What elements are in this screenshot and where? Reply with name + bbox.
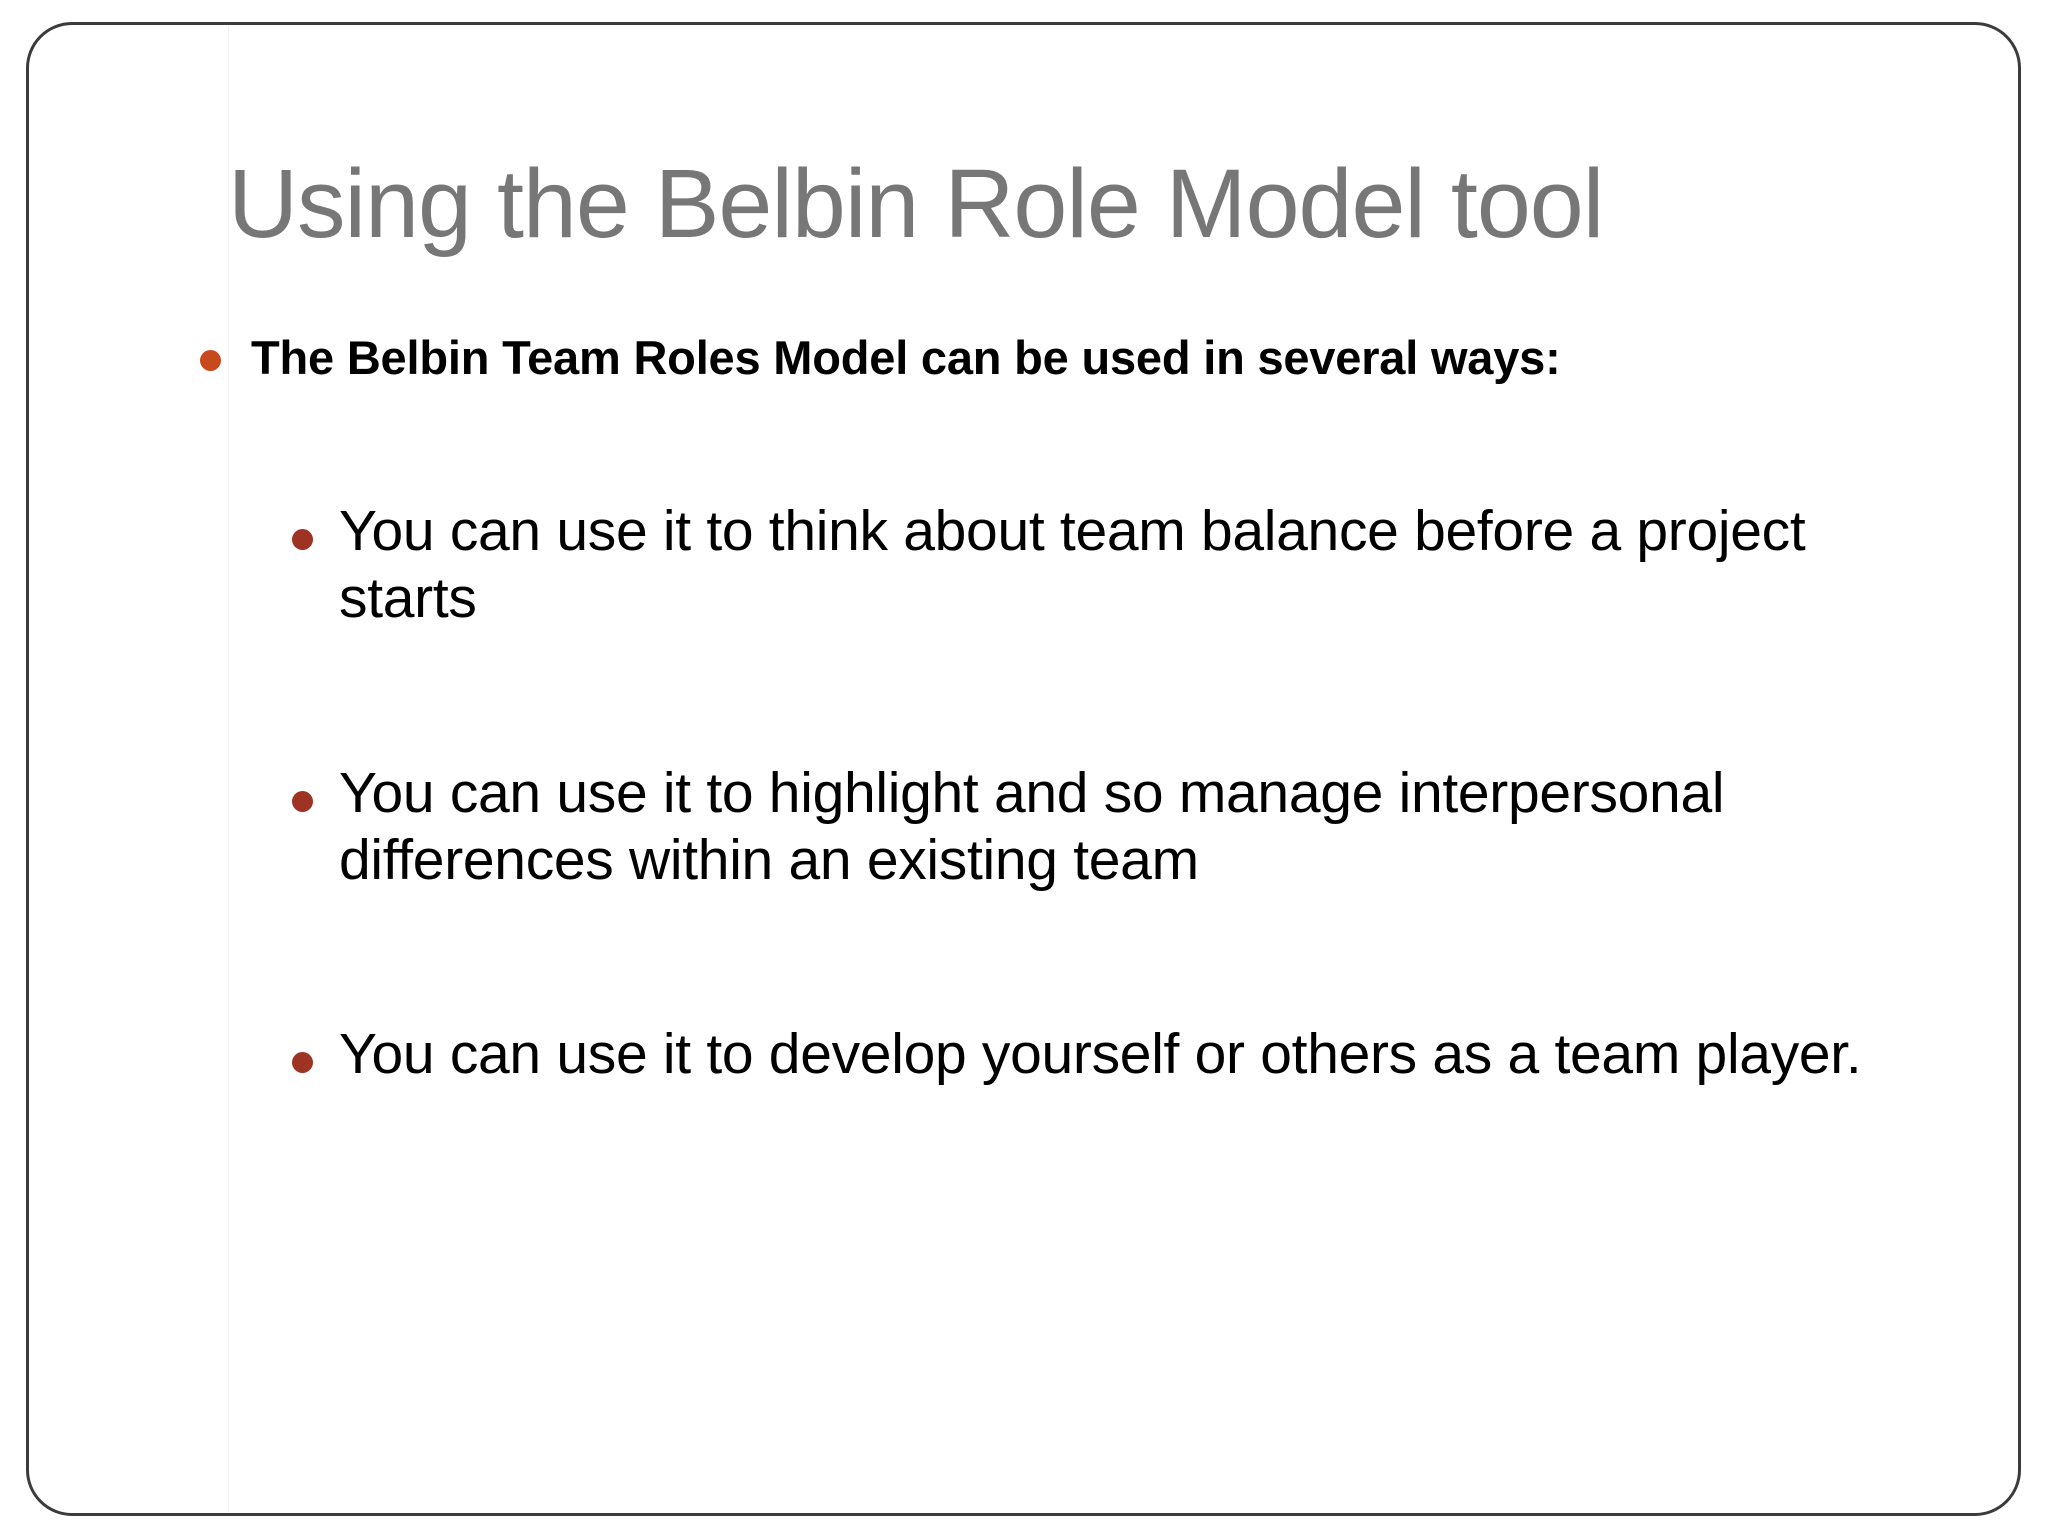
bullet-marker-icon (292, 1052, 313, 1074)
slide-body: The Belbin Team Roles Model can be used … (200, 330, 1980, 1088)
bullet-level1: The Belbin Team Roles Model can be used … (200, 330, 1980, 385)
bullet-spacer (200, 632, 1980, 760)
slide-inner-edge-line (228, 26, 229, 1512)
bullet-level2-item-3: You can use it to develop yourself or ot… (292, 1021, 1980, 1088)
bullet-spacer (200, 893, 1980, 1021)
bullet-spacer (200, 385, 1980, 498)
bullet-level2-text: You can use it to think about team balan… (339, 499, 1806, 631)
slide-title: Using the Belbin Role Model tool (228, 149, 1604, 258)
bullet-marker-icon (292, 529, 313, 551)
bullet-level2-text: You can use it to highlight and so manag… (339, 760, 1725, 892)
bullet-level2-list: You can use it to think about team balan… (200, 385, 1980, 1087)
bullet-level2-item-1: You can use it to think about team balan… (292, 498, 1980, 631)
bullet-level2-item-2: You can use it to highlight and so manag… (292, 760, 1980, 893)
bullet-marker-icon (200, 350, 221, 371)
bullet-level1-text: The Belbin Team Roles Model can be used … (251, 331, 1561, 384)
bullet-level2-text: You can use it to develop yourself or ot… (339, 1022, 1862, 1087)
bullet-marker-icon (292, 790, 313, 812)
